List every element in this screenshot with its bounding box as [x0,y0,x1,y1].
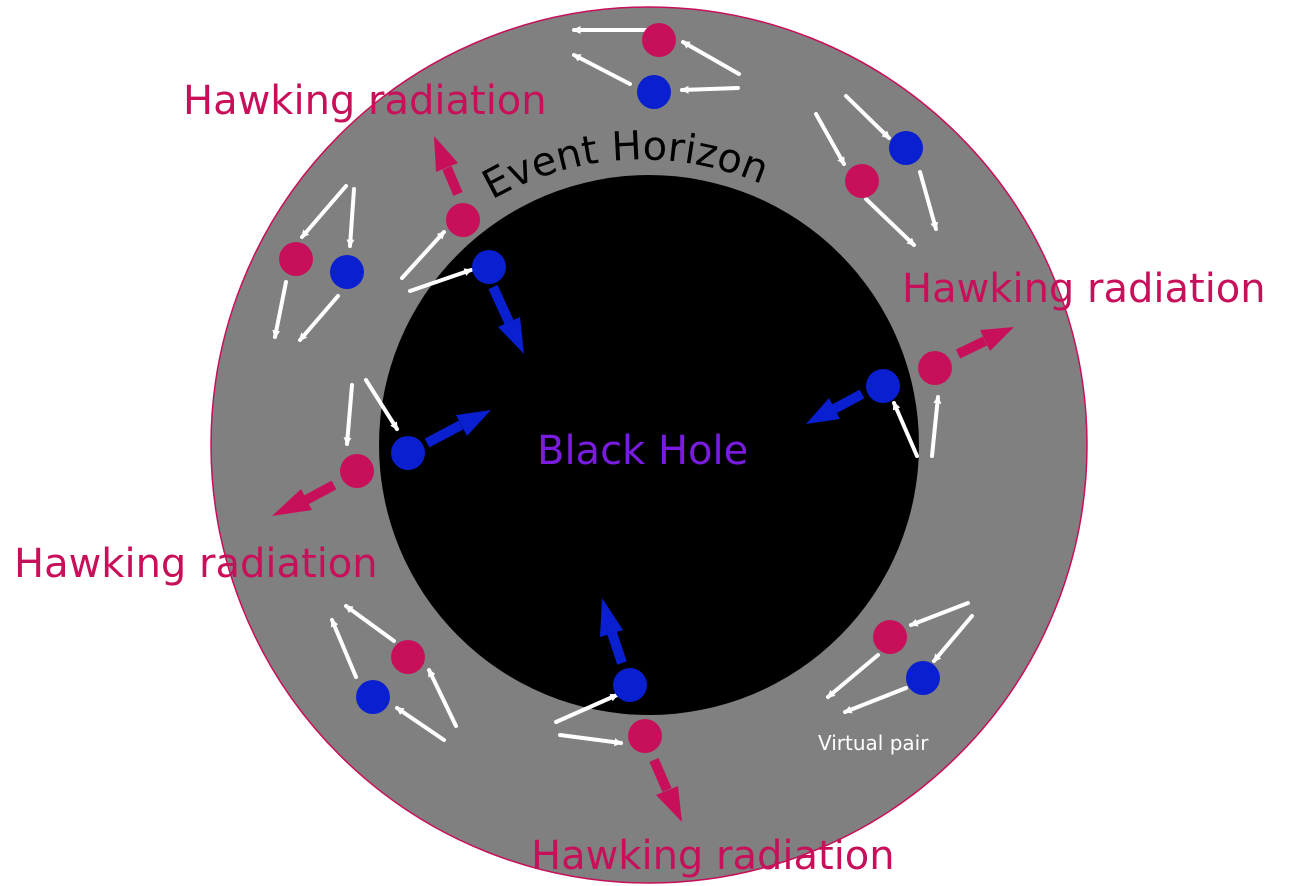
antiparticle [906,661,940,695]
virtual-pair-arrows [272,26,974,747]
black-hole [379,175,919,715]
antiparticle [330,255,364,289]
particle [873,620,907,654]
hawking-radiation-label-left: Hawking radiation [14,541,378,587]
antiparticle [472,250,506,284]
antiparticle-infall-arrows [424,284,865,665]
particle [628,719,662,753]
particle [279,242,313,276]
particles [279,23,952,753]
antiparticles [330,75,940,714]
hawking-radiation-arrows [272,136,1014,822]
particle [446,203,480,237]
antiparticle [889,131,923,165]
antiparticle [356,680,390,714]
hawking-radiation-label-top-left: Hawking radiation [183,78,547,124]
particle [340,454,374,488]
particle [918,351,952,385]
antiparticle [391,436,425,470]
particle [642,23,676,57]
particle [391,640,425,674]
hawking-radiation-label-bottom: Hawking radiation [531,833,895,879]
virtual-pair-label: Virtual pair [818,731,929,755]
antiparticle [613,668,647,702]
particle [845,164,879,198]
antiparticle [866,369,900,403]
antiparticle [637,75,671,109]
hawking-radiation-label-right: Hawking radiation [902,266,1266,312]
black-hole-label: Black Hole [537,428,748,474]
